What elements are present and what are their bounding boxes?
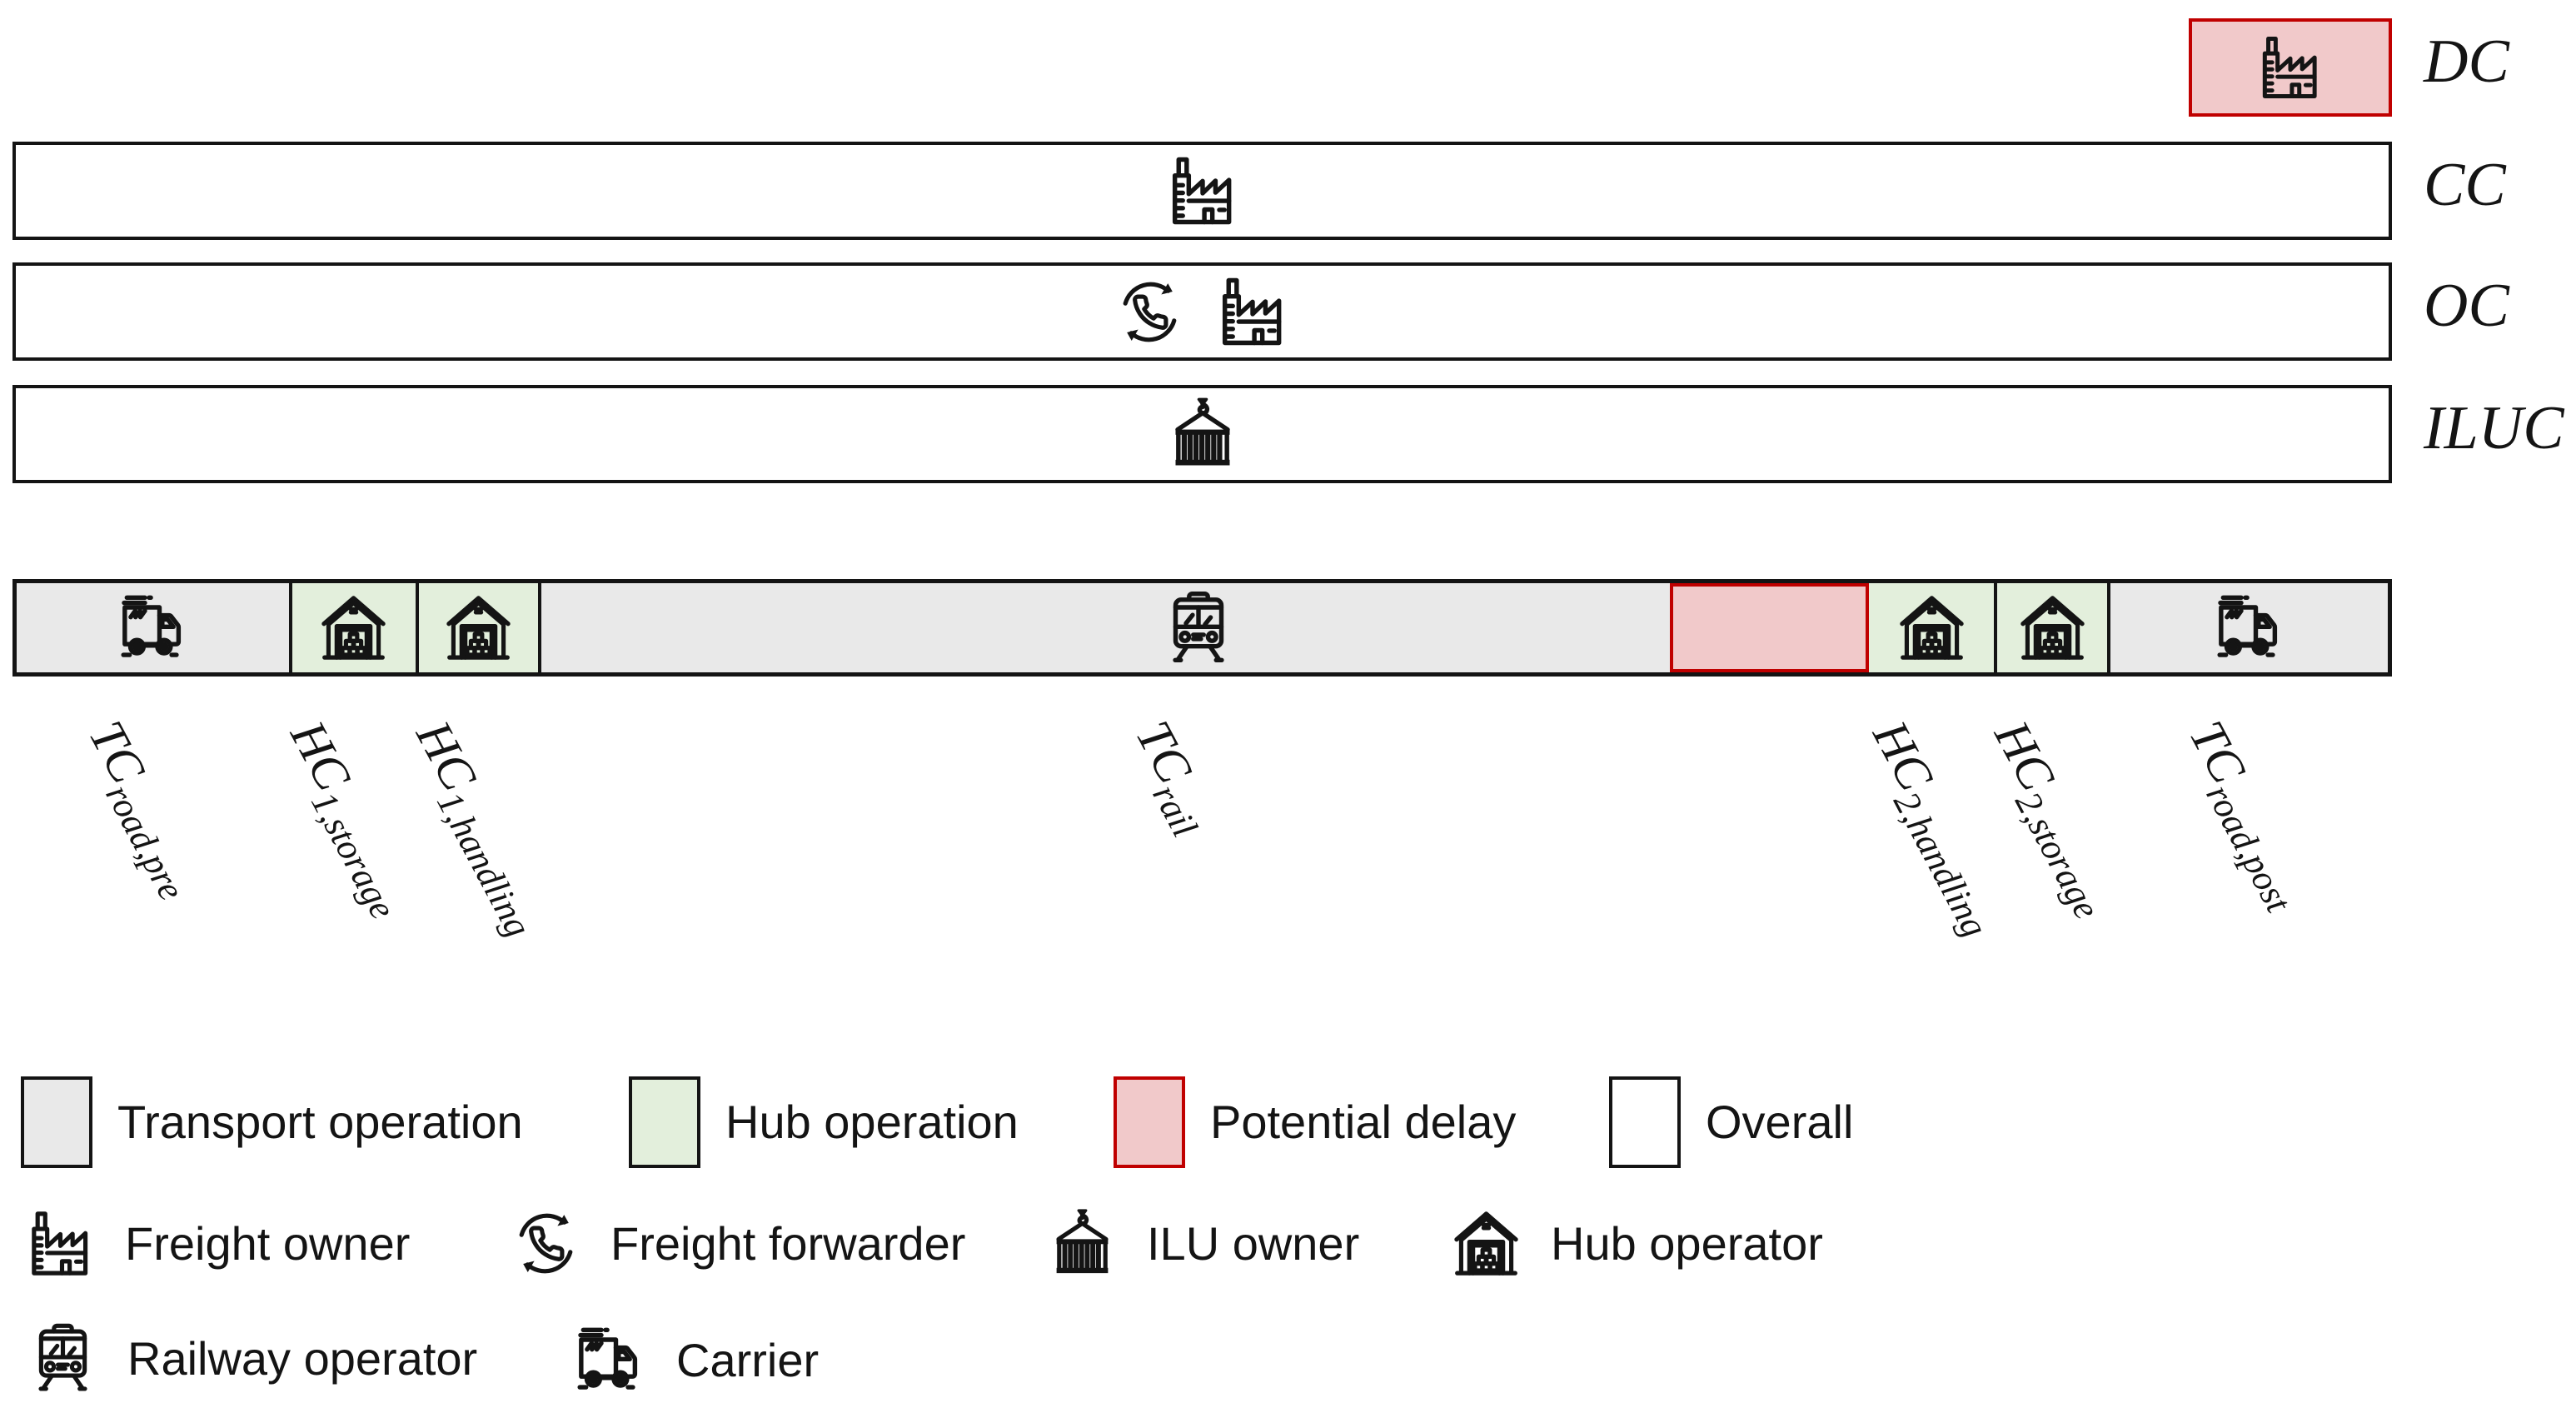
train-icon	[23, 1319, 102, 1398]
legend-overall: Overall	[1609, 1076, 1853, 1168]
contract-label-oc: OC	[2424, 272, 2509, 340]
warehouse-icon	[2013, 588, 2092, 667]
contract-row-cc	[12, 142, 2392, 240]
segment-hc2-storage	[1996, 583, 2111, 672]
segment-tc-road-post	[2110, 583, 2388, 672]
segment-label-tc-rail: TCrail	[1125, 711, 1206, 844]
segment-hc1-handling	[418, 583, 542, 672]
segment-label-hc1-handling: HC1,handling	[406, 711, 540, 944]
legend-label: Transport operation	[117, 1096, 523, 1148]
legend-label: Freight forwarder	[610, 1216, 966, 1270]
legend-hub-operator: Hub operator	[1447, 1204, 1823, 1283]
legend-transport-operation: Transport operation	[21, 1076, 523, 1168]
contract-label-cc: CC	[2424, 151, 2506, 219]
train-icon	[1157, 587, 1240, 670]
legend-freight-owner: Freight owner	[21, 1204, 410, 1283]
legend-label: ILU owner	[1147, 1216, 1360, 1270]
legend-label: Freight owner	[125, 1216, 411, 1270]
freight-forwarder-icon	[506, 1204, 585, 1283]
legend-railway-operator: Railway operator	[23, 1319, 477, 1398]
segment-potential-delay	[1670, 583, 1870, 672]
delay-swatch	[1114, 1076, 1185, 1168]
warehouse-icon	[1447, 1204, 1526, 1283]
truck-icon	[2208, 587, 2291, 670]
legend-ilu-owner: ILU owner	[1043, 1204, 1359, 1283]
overall-swatch	[1609, 1076, 1681, 1168]
legend-label: Railway operator	[127, 1331, 478, 1385]
factory-icon	[1161, 149, 1244, 232]
truck-icon	[568, 1319, 651, 1402]
contract-row-oc	[12, 262, 2392, 361]
legend-label: Carrier	[676, 1334, 820, 1386]
segment-tc-rail	[541, 583, 1671, 672]
segment-label-tc-road-post: TCroad,post	[2179, 711, 2299, 919]
segment-tc-road-pre	[17, 583, 293, 672]
freight-forwarder-icon	[1110, 272, 1189, 352]
hub-swatch	[629, 1076, 700, 1168]
container-hook-icon	[1043, 1204, 1122, 1283]
container-hook-icon	[1161, 392, 1244, 476]
factory-icon	[21, 1204, 100, 1283]
operation-bar	[12, 579, 2392, 677]
legend-label: Hub operator	[1551, 1216, 1823, 1270]
legend-hub-operation: Hub operation	[629, 1076, 1019, 1168]
segment-hc2-handling	[1869, 583, 1997, 672]
legend-potential-delay: Potential delay	[1114, 1076, 1516, 1168]
warehouse-icon	[1892, 588, 1971, 667]
warehouse-icon	[439, 588, 518, 667]
legend-freight-forwarder: Freight forwarder	[506, 1204, 965, 1283]
factory-icon	[1211, 270, 1294, 353]
legend-label: Potential delay	[1210, 1096, 1517, 1148]
contract-label-iluc: ILUC	[2424, 394, 2564, 462]
factory-icon	[2252, 29, 2329, 106]
segment-label-tc-road-pre: TCroad,pre	[78, 711, 192, 907]
contract-label-dc: DC	[2424, 27, 2509, 96]
warehouse-icon	[314, 588, 393, 667]
contract-row-iluc	[12, 385, 2392, 483]
transport-swatch	[21, 1076, 92, 1168]
legend-carrier: Carrier	[568, 1319, 819, 1402]
segment-hc1-storage	[292, 583, 419, 672]
legend-label: Hub operation	[725, 1096, 1019, 1148]
legend-label: Overall	[1706, 1096, 1854, 1148]
truck-icon	[112, 587, 195, 670]
contract-box-dc	[2189, 18, 2392, 117]
